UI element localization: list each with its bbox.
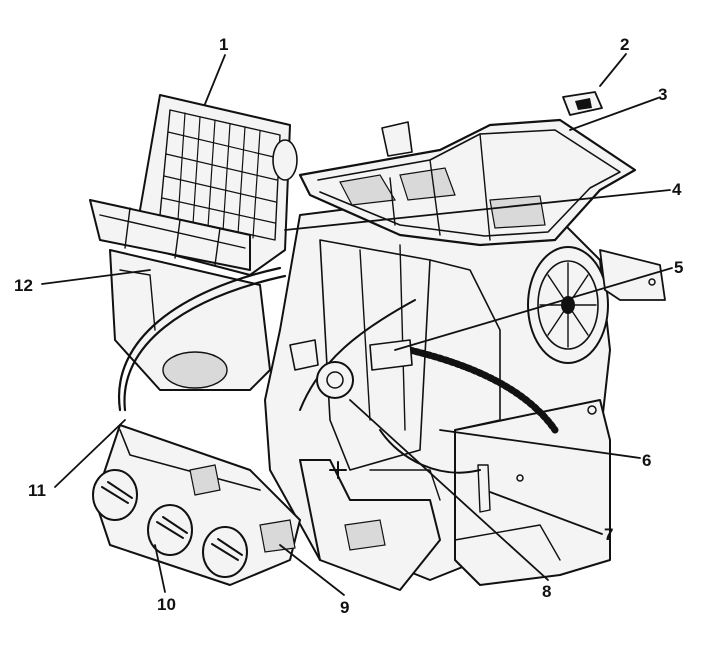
callout-10: 10 <box>157 595 176 614</box>
callout-7: 7 <box>604 525 613 544</box>
callout-1: 1 <box>219 35 228 54</box>
callout-3: 3 <box>658 85 667 104</box>
callout-9: 9 <box>340 598 349 617</box>
callout-leaders <box>41 53 673 596</box>
heater-housing <box>264 199 611 591</box>
callout-5: 5 <box>674 258 683 277</box>
callout-12: 12 <box>14 276 33 295</box>
temp-knob <box>92 469 138 521</box>
callout-11: 11 <box>28 481 46 500</box>
blower-fan <box>527 246 666 364</box>
clip-part-2 <box>562 91 603 116</box>
callout-8: 8 <box>542 582 551 601</box>
mode-knob <box>147 504 193 556</box>
callout-labels: 1 2 3 4 5 6 7 8 9 10 11 12 <box>14 35 683 617</box>
callout-2: 2 <box>620 35 629 54</box>
fan-knob <box>202 526 248 578</box>
callout-4: 4 <box>672 180 682 199</box>
evaporator-filter-unit <box>89 94 298 391</box>
callout-6: 6 <box>642 451 651 470</box>
air-inlet-frame <box>298 118 637 247</box>
heater-control-panel <box>92 424 301 586</box>
